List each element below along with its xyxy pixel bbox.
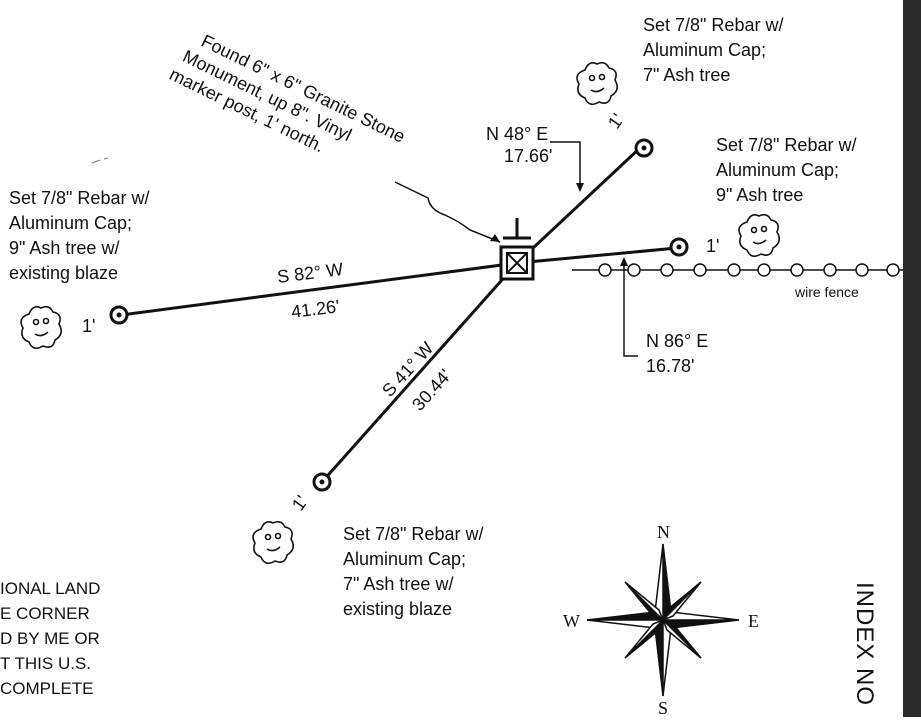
desc-line: existing blaze [343, 599, 452, 619]
cert-line: COMPLETE [0, 679, 94, 698]
desc-line: Set 7/8" Rebar w/ [643, 15, 783, 35]
ne-leader [550, 141, 581, 190]
corner-desc-nw: Set 7/8" Rebar w/ Aluminum Cap; 7" Ash t… [643, 15, 783, 85]
compass-w: W [563, 611, 580, 631]
leader-arrow-icon [490, 234, 500, 242]
desc-line: 9" Ash tree [716, 185, 803, 205]
compass-n: N [657, 522, 670, 542]
cert-line: E CORNER [0, 604, 90, 623]
compass-e: E [748, 611, 759, 631]
scan-edge [903, 0, 921, 717]
certification-text: IONAL LAND E CORNER D BY ME OR T THIS U.… [0, 579, 100, 698]
ne-leader-arrow-icon [576, 183, 584, 192]
desc-line: Aluminum Cap; [716, 160, 839, 180]
bearing-ne: N 48° E [486, 124, 548, 144]
cert-line: D BY ME OR [0, 629, 100, 648]
desc-line: Set 7/8" Rebar w/ [716, 135, 856, 155]
corner-desc-e: Set 7/8" Rebar w/ Aluminum Cap; 9" Ash t… [716, 135, 856, 205]
compass-rose-icon [586, 543, 740, 697]
compass-s: S [658, 698, 668, 717]
ash-tree-icon [576, 61, 619, 106]
line-w [120, 261, 518, 317]
desc-line: Aluminum Cap; [9, 213, 132, 233]
corner-desc-w: Set 7/8" Rebar w/ Aluminum Cap; 9" Ash t… [9, 188, 149, 283]
desc-line: Aluminum Cap; [343, 549, 466, 569]
index-title: INDEX NO [851, 582, 878, 706]
ash-tree-icon [20, 305, 63, 350]
tree-symbols [20, 61, 781, 565]
desc-line: 7" Ash tree [643, 65, 730, 85]
distance-e: 16.78' [646, 356, 694, 376]
bearing-w: S 82° W [276, 259, 344, 287]
desc-line: Set 7/8" Rebar w/ [9, 188, 149, 208]
distance-w: 41.26' [290, 296, 341, 322]
note-leader [394, 181, 501, 243]
line-e [516, 246, 678, 265]
desc-line: Aluminum Cap; [643, 40, 766, 60]
distance-ne: 17.66' [504, 146, 552, 166]
ash-tree-icon [252, 520, 295, 565]
desc-line: 9" Ash tree w/ [9, 238, 119, 258]
cert-line: IONAL LAND [0, 579, 100, 598]
line-ne [515, 146, 642, 265]
scan-speck [91, 157, 109, 164]
ash-tree-icon [738, 213, 781, 258]
offset-sw: 1' [288, 492, 312, 514]
cert-line: T THIS U.S. [0, 654, 91, 673]
granite-monument-icon [499, 218, 535, 281]
offset-ne: 1' [604, 110, 628, 132]
rebar-centers [116, 145, 682, 485]
bearing-e: N 86° E [646, 331, 708, 351]
corner-desc-s: Set 7/8" Rebar w/ Aluminum Cap; 7" Ash t… [343, 524, 483, 619]
line-sw [320, 262, 519, 483]
e-leader-arrow-icon [620, 257, 628, 266]
wire-fence [572, 263, 903, 277]
desc-line: existing blaze [9, 263, 118, 283]
fence-label: wire fence [794, 284, 859, 300]
found-monument-note: Found 6" x 6" Granite Stone Monument, up… [166, 31, 408, 157]
rebar-markers [109, 138, 689, 492]
survey-lines [120, 146, 678, 483]
offset-w: 1' [82, 316, 95, 336]
desc-line: Set 7/8" Rebar w/ [343, 524, 483, 544]
desc-line: 7" Ash tree w/ [343, 574, 453, 594]
e-leader [623, 260, 638, 357]
offset-e: 1' [706, 236, 719, 256]
